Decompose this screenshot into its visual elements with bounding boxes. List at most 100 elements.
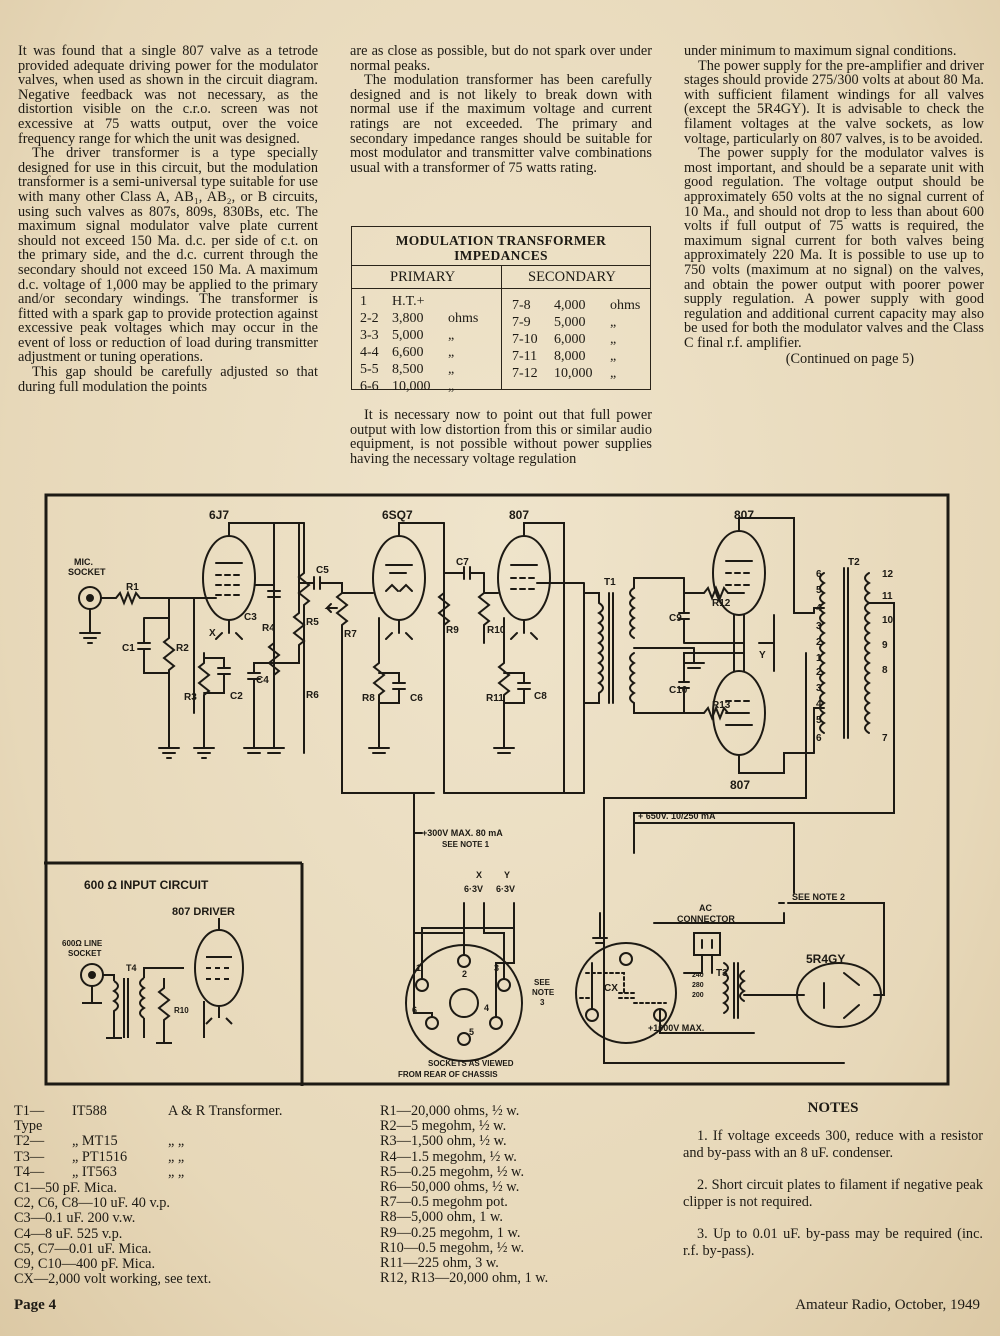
component-label: R11 xyxy=(486,693,504,704)
component-label: T1 xyxy=(604,577,616,588)
socket-pin-label: 5 xyxy=(469,1027,474,1037)
valve-label: 6SQ7 xyxy=(382,508,413,522)
component-label: Y xyxy=(759,650,766,661)
socket-pin-label: 3 xyxy=(494,963,499,973)
resistor-item: R5—0.25 megohm, ½ w. xyxy=(380,1163,525,1180)
valve-label: 5R4GY xyxy=(806,952,845,966)
valve-label: 807 xyxy=(509,508,529,522)
impedance-table: MODULATION TRANSFORMER IMPEDANCES PRIMAR… xyxy=(351,226,651,394)
transformer-field: „ IT563 xyxy=(72,1163,117,1180)
table-cell: „ xyxy=(448,328,455,343)
component-label: R9 xyxy=(446,625,459,636)
resistor-item: R11—225 ohm, 3 w. xyxy=(380,1255,499,1272)
see-note-2: SEE NOTE 2 xyxy=(792,892,845,902)
table-cell: 3-3 xyxy=(360,328,379,343)
heater-voltage-label: 6·3V xyxy=(464,884,483,894)
paragraph: under minimum to maximum signal conditio… xyxy=(684,43,957,59)
transformer-field: T4— xyxy=(14,1163,45,1180)
table-cell: 1 xyxy=(360,294,367,309)
transformer-field: A & R Transformer. xyxy=(168,1103,283,1119)
supply-label-1000v: +1000V MAX. xyxy=(648,1023,704,1033)
article-column-2: are as close as possible, but do not spa… xyxy=(350,44,652,175)
table-cell: „ xyxy=(610,349,617,364)
t2-tap: 4 xyxy=(816,699,822,710)
capacitor-list: C1—50 pF. Mica.C2, C6, C8—10 uF. 40 v.p.… xyxy=(14,1180,334,1287)
resistor-item: R2—5 megohm, ½ w. xyxy=(380,1118,507,1135)
line-socket-label: 600Ω LINE xyxy=(62,939,103,948)
t2-tap: 7 xyxy=(882,733,888,744)
t2-tap: 2 xyxy=(816,667,822,678)
note-item: 3. Up to 0.01 uF. by-pass may be require… xyxy=(683,1225,983,1260)
resistor-item: R10—0.5 megohm, ½ w. xyxy=(380,1239,525,1256)
line-socket-label: SOCKET xyxy=(68,949,101,958)
component-label: C4 xyxy=(256,675,269,686)
component-label: C3 xyxy=(244,612,257,623)
secondary-header: SECONDARY xyxy=(528,269,616,285)
sockets-caption: SOCKETS AS VIEWED xyxy=(428,1059,514,1068)
table-cell: 4-4 xyxy=(360,345,379,360)
t2-tap: 3 xyxy=(816,683,822,694)
t2-tap: 9 xyxy=(882,640,888,651)
resistor-item: R3—1,500 ohm, ½ w. xyxy=(380,1133,507,1150)
transformer-field: „ „ xyxy=(168,1163,185,1180)
table-cell: 8,500 xyxy=(392,362,424,377)
table-cell: „ xyxy=(448,362,455,377)
mic-socket-label: SOCKET xyxy=(68,567,106,577)
table-cell: „ xyxy=(610,332,617,347)
heater-y-label: Y xyxy=(504,870,510,880)
capacitor-item: C9, C10—400 pF. Mica. xyxy=(14,1256,156,1273)
paragraph: The modulation transformer has been care… xyxy=(350,72,652,176)
component-label: R8 xyxy=(362,693,375,704)
socket-pin-label: 2 xyxy=(462,969,467,979)
component-label: T3 xyxy=(716,968,728,979)
see-note-1: SEE NOTE 1 xyxy=(442,840,490,849)
resistor-item: R9—0.25 megohm, 1 w. xyxy=(380,1224,521,1241)
table-cell: 7-8 xyxy=(512,298,531,313)
component-label: R13 xyxy=(712,700,731,711)
article-column-3: under minimum to maximum signal conditio… xyxy=(684,44,984,367)
valve-label: 6J7 xyxy=(209,508,229,522)
table-cell: 5,000 xyxy=(554,315,586,330)
socket-pin-label: 1 xyxy=(416,963,421,973)
component-label: R7 xyxy=(344,629,357,640)
table-cell: 2-2 xyxy=(360,311,379,326)
component-label: R4 xyxy=(262,623,275,634)
table-title-line-2: IMPEDANCES xyxy=(454,248,548,263)
component-label: R10 xyxy=(487,625,506,636)
table-cell: 10,000 xyxy=(554,366,593,381)
t3-tap: 240 xyxy=(692,972,704,979)
sockets-caption: FROM REAR OF CHASSIS xyxy=(398,1070,498,1079)
input-circuit-title: 600 Ω INPUT CIRCUIT xyxy=(84,878,209,892)
capacitor-item: C3—0.1 uF. 200 v.w. xyxy=(14,1210,136,1227)
component-label: C6 xyxy=(410,693,423,704)
transformer-field: „ „ xyxy=(168,1133,185,1150)
valve-5r4gy xyxy=(796,962,882,1028)
t2-tap: 10 xyxy=(882,615,894,626)
component-label: R6 xyxy=(306,690,319,701)
ac-connector-label: CONNECTOR xyxy=(677,914,735,924)
transformer-item: T4— „ IT563 „ „ xyxy=(14,1163,334,1180)
paragraph: The power supply for the pre-amplifier a… xyxy=(684,57,984,147)
article-column-2-continued: It is necessary now to point out that fu… xyxy=(350,408,652,466)
t3-tap: 280 xyxy=(692,982,704,989)
ac-connector-label: AC xyxy=(699,903,712,913)
publication-footer: Amateur Radio, October, 1949 xyxy=(795,1297,980,1313)
component-label: R3 xyxy=(184,692,197,703)
table-cell: 7-10 xyxy=(512,332,538,347)
circuit-diagram: 6J7 6SQ7 807 807 807 5R4GY MIC. SOCKET R… xyxy=(44,493,950,1086)
transformer-t1 xyxy=(583,592,604,704)
diagram-frame xyxy=(44,493,950,1086)
note-item: 2. Short circuit plates to filament if n… xyxy=(683,1176,983,1211)
see-note-3: 3 xyxy=(540,998,545,1007)
t2-tap: 1 xyxy=(816,653,822,664)
capacitor-item: C1—50 pF. Mica. xyxy=(14,1180,117,1197)
table-cell: ohms xyxy=(448,311,479,326)
ac-connector xyxy=(693,932,721,956)
see-note-3: SEE xyxy=(534,978,551,987)
